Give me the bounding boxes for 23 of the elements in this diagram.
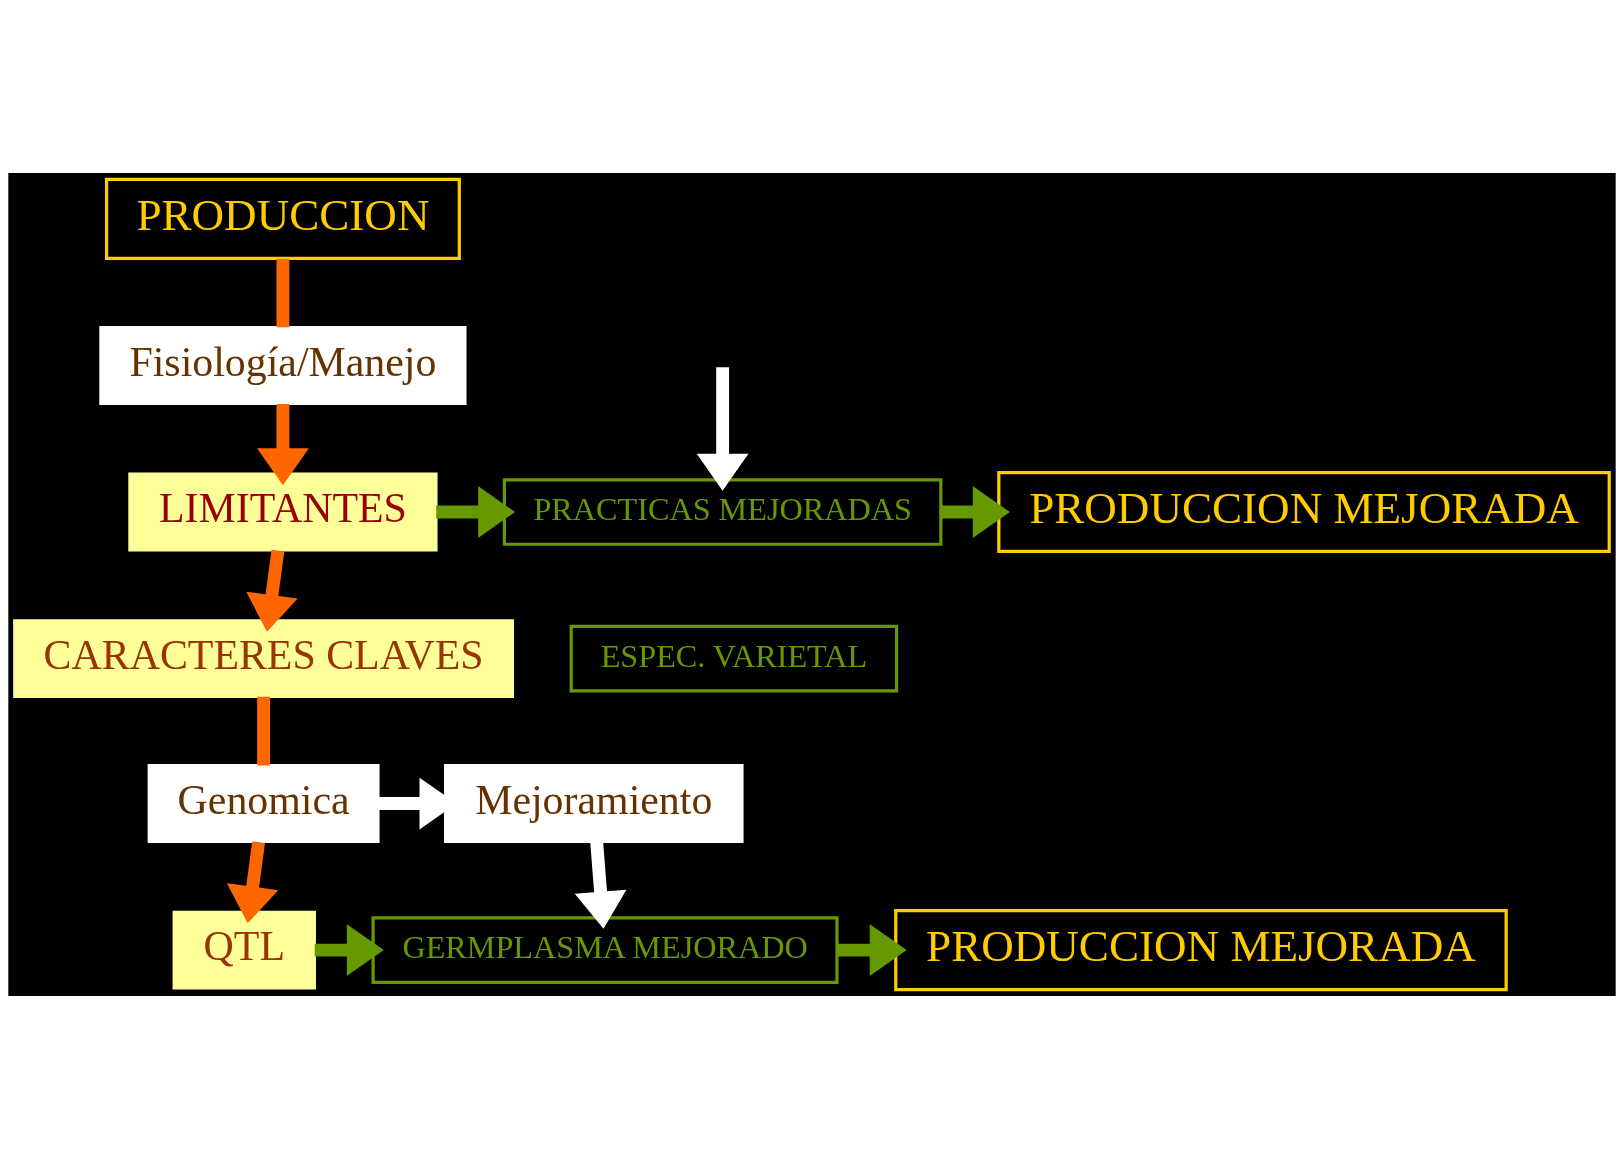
arrow xyxy=(837,923,907,976)
node-box: Mejoramiento xyxy=(444,763,744,843)
node-box: PRODUCCION xyxy=(104,177,461,260)
arrow xyxy=(257,403,309,485)
connector xyxy=(276,258,290,327)
node-box: CARACTERES CLAVES xyxy=(13,618,515,698)
connector xyxy=(257,696,271,766)
node-box: QTL xyxy=(172,910,316,990)
arrow xyxy=(574,841,627,929)
node-box: PRACTICAS MEJORADAS xyxy=(502,477,943,546)
node-box: PRODUCCION MEJORADA xyxy=(997,470,1611,553)
node-box: LIMITANTES xyxy=(128,472,438,551)
arrow xyxy=(226,840,279,923)
node-box: GERMPLASMA MEJORADO xyxy=(371,915,839,984)
arrow xyxy=(941,485,1010,538)
arrow xyxy=(246,549,298,632)
arrow xyxy=(436,485,516,538)
arrow xyxy=(314,923,384,976)
node-box: ESPEC. VARIETAL xyxy=(569,624,899,692)
node-box: Genomica xyxy=(147,763,380,843)
node-box: PRODUCCION MEJORADA xyxy=(894,908,1508,991)
arrow xyxy=(696,366,749,491)
node-box: Fisiología/Manejo xyxy=(99,325,467,405)
